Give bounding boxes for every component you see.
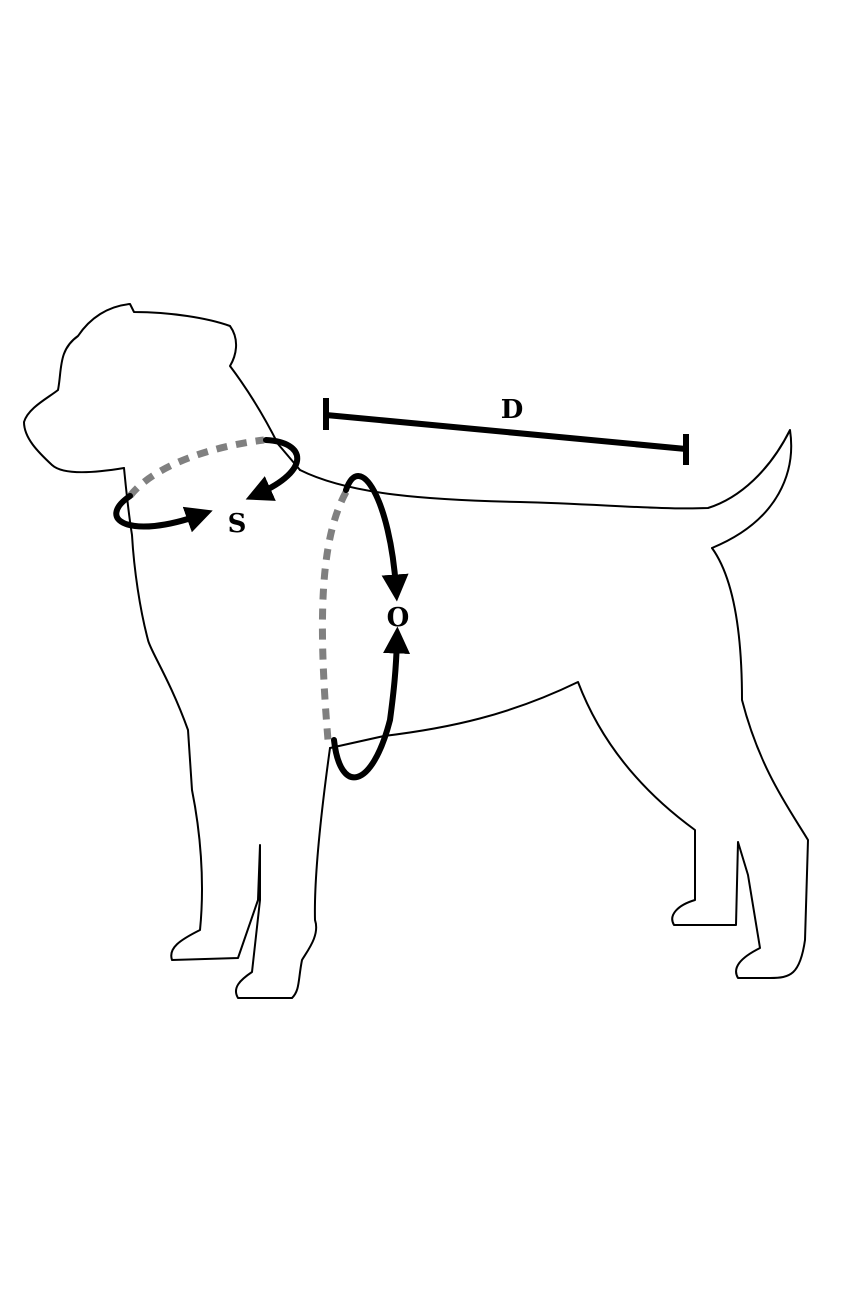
neck-loop-back-dashed <box>127 436 265 499</box>
chest-measure-loop <box>318 473 411 781</box>
length-measure-bar <box>323 398 689 465</box>
chest-label: O <box>387 603 410 633</box>
dog-rear-outline <box>329 547 809 979</box>
chest-loop-back-dashed <box>318 490 350 741</box>
neck-arrow-lower <box>113 493 213 533</box>
dog-head-outline <box>23 303 301 474</box>
chest-arrow-upper <box>343 473 409 602</box>
dog-front-outline <box>123 467 331 999</box>
chest-arrow-lower <box>331 626 411 781</box>
dog-back-tail-outline <box>299 429 793 549</box>
length-label: D <box>501 395 524 425</box>
neck-label: S <box>228 509 247 539</box>
neck-measure-loop <box>113 436 301 533</box>
neck-arrow-upper <box>245 437 301 501</box>
dog-outline <box>23 303 809 999</box>
